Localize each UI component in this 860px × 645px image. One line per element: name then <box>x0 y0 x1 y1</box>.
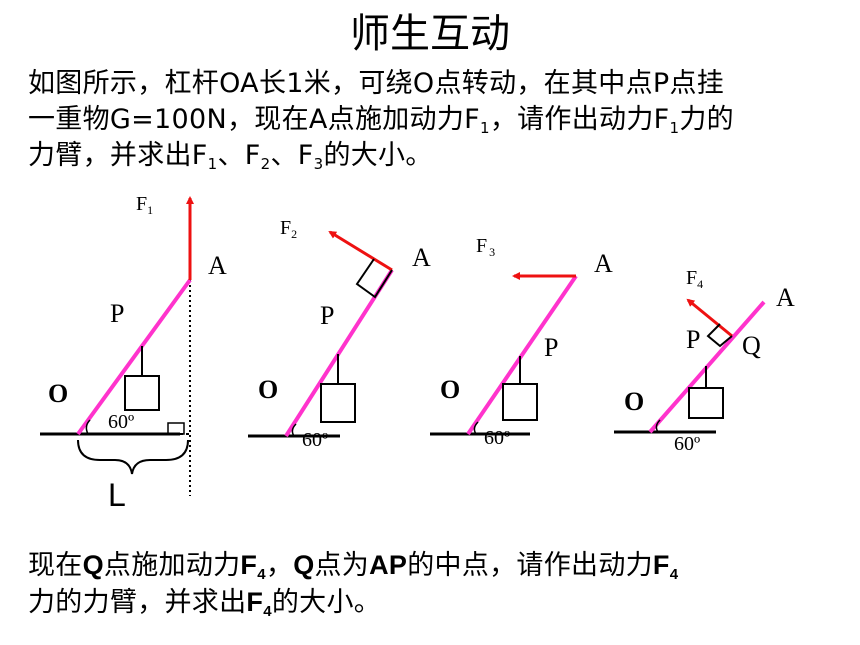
point-a-label: A <box>594 249 613 278</box>
problem-text: 、F <box>270 140 314 171</box>
force-arrow <box>328 230 393 272</box>
question-text: 点为 <box>314 550 370 581</box>
weight-block <box>688 387 724 419</box>
question-text: 的大小。 <box>271 587 382 618</box>
lever-figure-1: F1 A P O 60º L <box>40 193 227 513</box>
subscript: 4 <box>263 603 272 620</box>
point-p-label: P <box>686 325 700 354</box>
question-bold: Q <box>293 550 315 580</box>
question-line-2: 力的力臂，并求出F4的大小。 <box>28 584 843 621</box>
point-o-label: O <box>258 375 278 404</box>
force-arrow <box>686 298 733 338</box>
weight-block <box>320 383 356 423</box>
right-angle-mark <box>706 323 733 348</box>
point-p-label: P <box>544 333 558 362</box>
point-a-label: A <box>776 283 795 312</box>
problem-statement: 如图所示，杠杆OA长1米，可绕O点转动，在其中点P点挂 一重物G=100N，现在… <box>28 66 843 174</box>
lever-figure-4: F4 A P Q O 60º <box>614 267 795 455</box>
arm-brace <box>77 439 189 475</box>
question-text: 的中点，请作出动力 <box>407 550 653 581</box>
point-p-label: P <box>110 299 124 328</box>
problem-text: ，请作出动力F <box>489 104 670 135</box>
problem-text: 的大小。 <box>323 140 433 171</box>
right-angle-mark <box>167 422 185 435</box>
follow-up-question: 现在Q点施加动力F4，Q点为AP的中点，请作出动力F4 力的力臂，并求出F4的大… <box>28 547 843 621</box>
problem-text: 力的 <box>679 104 734 135</box>
angle-label: 60º <box>484 427 510 449</box>
problem-line-2: 一重物G=100N，现在A点施加动力F1，请作出动力F1力的 <box>28 102 843 138</box>
point-p-label: P <box>320 301 334 330</box>
weight-block <box>502 383 538 421</box>
force-label: F1 <box>136 193 153 217</box>
point-a-label: A <box>208 251 227 280</box>
force-label: F4 <box>686 267 703 291</box>
problem-text: 力臂，并求出F <box>28 140 208 171</box>
question-bold: F <box>246 587 264 617</box>
question-bold: AP <box>369 550 408 580</box>
angle-label: 60º <box>302 429 328 451</box>
lever-bar <box>466 274 578 436</box>
force-label: F2 <box>280 217 297 241</box>
angle-arc <box>655 419 661 433</box>
question-bold: Q <box>82 550 104 580</box>
problem-text: 、F <box>217 140 261 171</box>
lever-figure-2: F2 A P O 60º <box>248 217 431 451</box>
angle-arc <box>85 419 91 435</box>
arm-label: L <box>108 477 126 513</box>
problem-line-1: 如图所示，杠杆OA长1米，可绕O点转动，在其中点P点挂 <box>28 68 725 99</box>
subscript: 1 <box>479 119 490 137</box>
subscript: 1 <box>669 119 680 137</box>
point-o-label: O <box>624 387 644 416</box>
angle-label: 60º <box>108 411 134 433</box>
point-o-label: O <box>440 375 460 404</box>
question-text: 力的力臂，并求出 <box>28 587 247 618</box>
question-bold: F <box>652 550 670 580</box>
weight-block <box>124 375 160 411</box>
subscript: 2 <box>260 155 271 173</box>
angle-arc <box>291 423 297 437</box>
question-text: 现在 <box>28 550 83 581</box>
subscript: 4 <box>257 566 266 583</box>
page-title: 师生互动 <box>350 11 510 57</box>
point-o-label: O <box>48 379 68 408</box>
point-q-label: Q <box>742 331 761 360</box>
problem-line-3: 力臂，并求出F1、F2、F3的大小。 <box>28 138 843 174</box>
point-a-label: A <box>412 243 431 272</box>
subscript: 4 <box>669 566 679 583</box>
problem-text: 一重物G=100N，现在A点施加动力F <box>28 104 480 135</box>
question-text: 点施加动力 <box>103 550 241 581</box>
lever-bar <box>76 278 192 436</box>
subscript: 3 <box>313 155 324 173</box>
angle-arc <box>473 421 479 435</box>
subscript: 1 <box>207 155 218 173</box>
question-text: ， <box>265 550 294 581</box>
right-angle-mark <box>355 258 393 299</box>
question-line-1: 现在Q点施加动力F4，Q点为AP的中点，请作出动力F4 <box>28 547 843 584</box>
angle-label: 60º <box>674 433 700 455</box>
question-bold: F <box>240 550 258 580</box>
